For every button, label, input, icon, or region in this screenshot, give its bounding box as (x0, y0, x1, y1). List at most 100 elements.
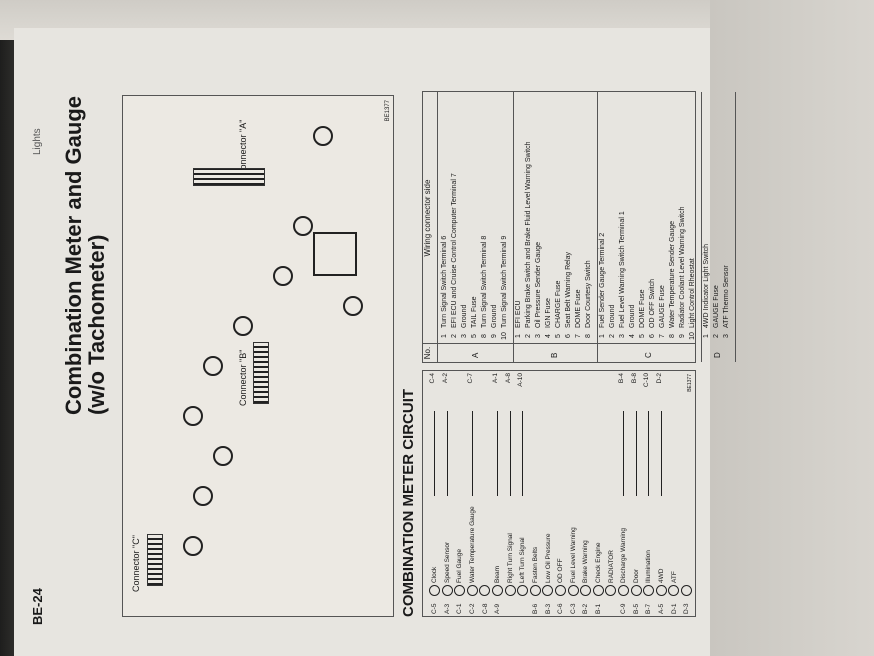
wire-line (522, 411, 524, 496)
schematic-label: OD OFF (557, 558, 565, 583)
title-line-2: (w/o Tachometer) (84, 234, 109, 415)
wire-line (509, 411, 511, 496)
wiring-description: OD OFF Switch (649, 278, 656, 328)
wire-line (648, 411, 650, 496)
table-row: 8Water Temperature Sender Gauge (669, 94, 678, 344)
wiring-description: Water Temperature Sender Gauge (669, 220, 676, 328)
schematic-pin: C-3 (569, 603, 577, 614)
schematic-pin: D-3 (683, 603, 691, 614)
table-row: 3Fuel Level Warning Switch Terminal 1 (619, 94, 628, 344)
wiring-description: Seat Belt Warning Relay (565, 252, 572, 328)
indicator-icon (655, 585, 667, 596)
bulb-icon (183, 536, 203, 556)
indicator-icon (555, 585, 566, 596)
schematic-label: Water Temperature Gauge (469, 506, 477, 583)
schematic-row: D-1ATF (668, 571, 680, 614)
table-row: 5DOME Fuse (639, 94, 648, 344)
wire-line (471, 411, 473, 496)
table-row: 2EFI ECU and Cruise Control Computer Ter… (451, 94, 460, 344)
wire-line (635, 411, 637, 496)
schematic-right-pin: C-4 (429, 373, 436, 384)
schematic-pin: C-6 (557, 603, 565, 614)
col-side-header: Wiring connector side (423, 92, 438, 344)
table-row: 3Ground (461, 94, 470, 344)
wiring-description: Turn Signal Switch Terminal 6 (441, 235, 448, 328)
terminal-number: 5 (471, 334, 478, 338)
schematic-label: Door (632, 568, 640, 583)
connector-group-label: D (713, 352, 722, 358)
wiring-description: DOME Fuse (575, 289, 582, 328)
schematic-right-pin: B-8 (630, 373, 638, 384)
terminal-number: 6 (649, 334, 656, 338)
schematic-pin: C-5 (431, 603, 439, 614)
indicator-icon (504, 585, 516, 596)
wiring-description: Ground (609, 304, 616, 328)
indicator-icon (429, 585, 440, 596)
schematic-label: Beam (494, 566, 502, 583)
schematic-pin: C-8 (481, 603, 489, 614)
indicator-icon (479, 585, 491, 596)
terminal-number: 9 (491, 334, 498, 338)
table-row: 1Turn Signal Switch Terminal 6 (441, 94, 450, 344)
bulb-icon (193, 486, 213, 506)
schematic-pin: D-1 (670, 603, 678, 614)
wire-line (434, 411, 435, 496)
schematic-label: Left Turn Signal (519, 537, 527, 583)
terminal-number: 3 (461, 334, 468, 338)
wire-line (497, 411, 498, 496)
schematic-label: Clock (431, 566, 439, 583)
meter-diagram: Connector "C" Connector "B" Connector "A… (122, 95, 394, 617)
title-line-1: Combination Meter and Gauge (61, 95, 86, 415)
table-row: 9Ground (491, 94, 500, 344)
terminal-number: 7 (659, 334, 666, 338)
indicator-icon (454, 585, 466, 596)
schematic-pin: B-2 (582, 603, 590, 614)
indicator-icon (630, 585, 642, 596)
wiring-description: IGN Fuse (545, 298, 552, 328)
table-row: 2Ground (609, 94, 618, 344)
schematic-row: A-9 Beam (492, 566, 503, 614)
schematic-pin: A-9 (494, 603, 502, 614)
table-row: 7GAUGE Fuse (659, 94, 668, 344)
schematic-label: Right Turn Signal (506, 533, 514, 583)
bulb-icon (343, 296, 363, 316)
table-row: 2Parking Brake Switch and Brake Fluid Le… (525, 94, 534, 344)
connector-b-label: Connector "B" (238, 349, 248, 406)
bulb-icon (313, 126, 333, 146)
schematic-label: Low Oil Pressure (544, 533, 552, 584)
connector-c-block (147, 534, 163, 586)
indicator-icon (542, 585, 554, 596)
schematic-id: BE1377 (687, 374, 693, 392)
schematic-label: Fuel Level Warning (569, 527, 577, 583)
schematic-row: B-7Illumination (643, 550, 655, 614)
schematic-label: Speed Sensor (443, 541, 451, 583)
table-row: 10Light Control Rheostat (689, 94, 698, 344)
schematic-label: RADIATOR (607, 550, 615, 583)
wiring-description: Ground (629, 304, 636, 328)
gauge-housing (313, 232, 357, 276)
wiring-description: Light Control Rheostat (689, 258, 696, 328)
table-row: 5 TAIL Fuse (471, 94, 480, 344)
schematic-row: C-5 Clock (429, 566, 440, 614)
terminal-number: 4 (629, 334, 636, 338)
schematic-row: B-5Door (630, 568, 642, 614)
wiring-description: ATF Thermo Sensor (723, 265, 730, 328)
indicator-icon (681, 585, 692, 596)
terminal-number: 6 (565, 334, 572, 338)
terminal-number: 1 (703, 334, 710, 338)
terminal-number: 2 (451, 334, 458, 338)
bulb-icon (183, 406, 203, 426)
table-row: 4 Ground (629, 94, 638, 344)
schematic-right-pin: A-10 (517, 373, 525, 387)
terminal-number: 2 (713, 334, 720, 338)
diagram-id: BE1377 (385, 100, 391, 122)
table-row: 14WD Indicator Light Switch (703, 94, 712, 344)
schematic-row: C-3 Fuel Level Warning (567, 527, 579, 614)
schematic-row: B-2Brake Warning (580, 540, 592, 614)
wiring-description: TAIL Fuse (471, 296, 478, 328)
schematic-right-pin: C-7 (466, 373, 474, 384)
terminal-number: 7 (575, 334, 582, 338)
wiring-description: EFI ECU (515, 300, 522, 328)
